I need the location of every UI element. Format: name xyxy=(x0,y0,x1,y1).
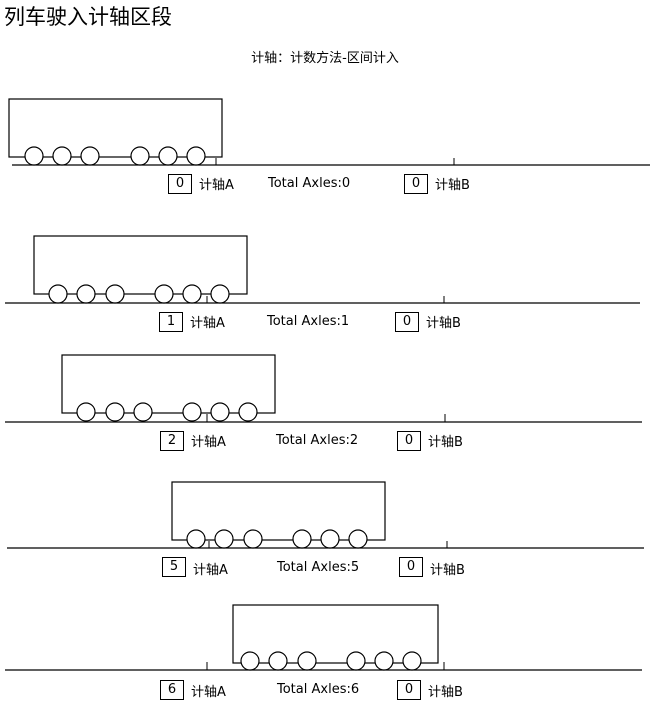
diagram-subtitle: 计轴：计数方法-区间计入 xyxy=(251,51,399,66)
wheel xyxy=(186,529,206,549)
wheel xyxy=(24,146,44,166)
total-axles-value: 1 xyxy=(340,314,350,329)
train-car-body xyxy=(33,235,248,295)
wheel xyxy=(133,402,153,422)
wheel xyxy=(320,529,340,549)
counter-a-label: 计轴A xyxy=(191,685,226,700)
total-axles-value: 5 xyxy=(350,560,360,575)
stage-4 xyxy=(7,481,644,549)
total-axles-prefix: Total Axles: xyxy=(267,314,341,329)
wheel xyxy=(105,284,125,304)
counter-a-label: 计轴A xyxy=(193,563,228,578)
counter-b-count: 0 xyxy=(395,312,419,332)
counter-a-count: 5 xyxy=(162,557,186,577)
wheel xyxy=(105,402,125,422)
wheel xyxy=(268,651,288,671)
total-axles-prefix: Total Axles: xyxy=(277,682,351,697)
counter-a-count: 6 xyxy=(160,680,184,700)
train-car-body xyxy=(61,354,276,414)
wheel xyxy=(292,529,312,549)
stage-5 xyxy=(5,604,642,671)
wheel xyxy=(154,284,174,304)
wheel xyxy=(402,651,422,671)
wheel xyxy=(76,402,96,422)
total-axles-prefix: Total Axles: xyxy=(268,176,342,191)
wheel xyxy=(130,146,150,166)
train-wheels xyxy=(48,284,230,304)
counter-a-count: 1 xyxy=(159,312,183,332)
wheel xyxy=(214,529,234,549)
total-axles-prefix: Total Axles: xyxy=(277,560,351,575)
wheel xyxy=(52,146,72,166)
wheel xyxy=(348,529,368,549)
total-axles-value: 6 xyxy=(350,682,360,697)
total-axles-value: 0 xyxy=(341,176,351,191)
counter-b-label: 计轴B xyxy=(426,316,461,331)
stage-2 xyxy=(5,235,640,304)
total-axles: Total Axles:6 xyxy=(277,681,359,699)
counter-a-count: 2 xyxy=(160,431,184,451)
counter-b-count: 0 xyxy=(399,557,423,577)
train-car-body xyxy=(8,98,223,158)
total-axles: Total Axles:0 xyxy=(268,175,350,193)
wheel xyxy=(346,651,366,671)
train-car-body xyxy=(232,604,439,664)
wheel xyxy=(182,284,202,304)
counter-b-label: 计轴B xyxy=(428,685,463,700)
counter-a-label: 计轴A xyxy=(199,178,234,193)
train-wheels xyxy=(240,651,422,671)
total-axles-prefix: Total Axles: xyxy=(276,433,350,448)
train-wheels xyxy=(76,402,258,422)
wheel xyxy=(243,529,263,549)
stage-3 xyxy=(5,354,642,423)
counter-b-label: 计轴B xyxy=(435,178,470,193)
total-axles: Total Axles:2 xyxy=(276,432,358,450)
counter-a-label: 计轴A xyxy=(190,316,225,331)
wheel xyxy=(238,402,258,422)
wheel xyxy=(297,651,317,671)
counter-b-count: 0 xyxy=(397,431,421,451)
wheel xyxy=(158,146,178,166)
stage-1 xyxy=(8,98,650,166)
train-wheels xyxy=(24,146,206,166)
total-axles: Total Axles:1 xyxy=(267,313,349,331)
counter-b-label: 计轴B xyxy=(430,563,465,578)
wheel xyxy=(210,284,230,304)
wheel xyxy=(374,651,394,671)
total-axles: Total Axles:5 xyxy=(277,559,359,577)
wheel xyxy=(210,402,230,422)
wheel xyxy=(240,651,260,671)
counter-b-count: 0 xyxy=(404,174,428,194)
wheel xyxy=(48,284,68,304)
counter-b-count: 0 xyxy=(397,680,421,700)
wheel xyxy=(182,402,202,422)
train-wheels xyxy=(186,529,368,549)
wheel xyxy=(186,146,206,166)
page-title: 列车驶入计轴区段 xyxy=(4,5,172,29)
total-axles-value: 2 xyxy=(349,433,359,448)
wheel xyxy=(76,284,96,304)
counter-a-label: 计轴A xyxy=(191,435,226,450)
wheel xyxy=(80,146,100,166)
counter-a-count: 0 xyxy=(168,174,192,194)
train-car-body xyxy=(171,481,386,541)
counter-b-label: 计轴B xyxy=(428,435,463,450)
